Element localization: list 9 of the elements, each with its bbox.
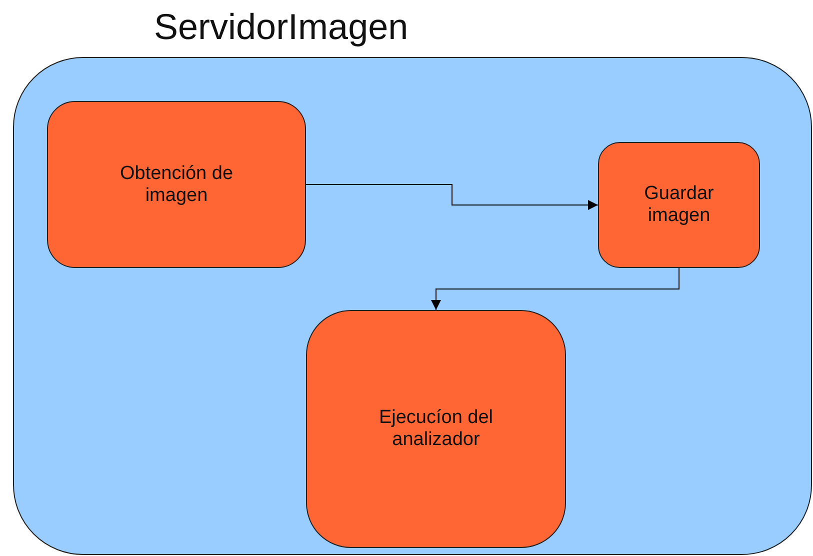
- box-label: Ejecucíon del analizador: [378, 407, 494, 451]
- box-label: Guardar imagen: [643, 183, 715, 227]
- process-box: [598, 142, 760, 268]
- box-label: Obtención de imagen: [118, 162, 234, 206]
- container-heading: ServidorImagen: [154, 6, 408, 48]
- process-box: [47, 101, 306, 268]
- arrow: [431, 268, 680, 310]
- process-box: [306, 310, 566, 548]
- arrow: [306, 184, 598, 210]
